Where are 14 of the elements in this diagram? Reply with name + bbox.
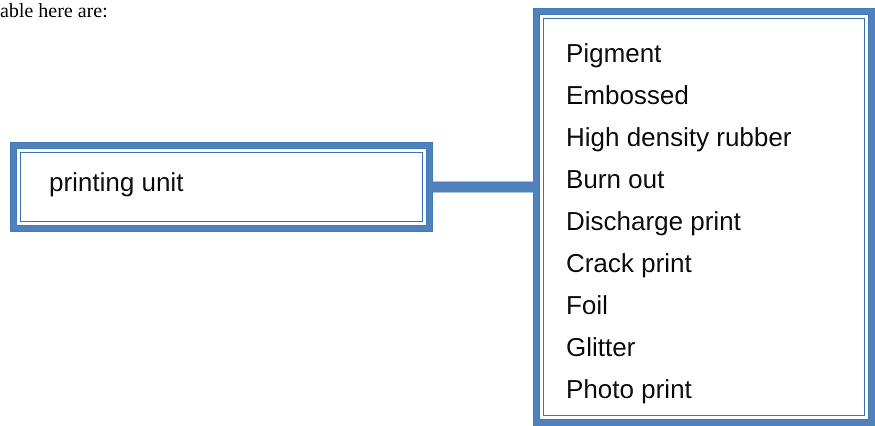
box-text: Pigment [566, 38, 662, 68]
double-border-box [533, 8, 875, 426]
body-text: able here are: [0, 0, 108, 22]
box-text: Foil [566, 290, 608, 320]
box-text: Crack print [566, 248, 692, 278]
box-text: Embossed [566, 80, 689, 110]
box-text: Burn out [566, 164, 664, 194]
double-border-box [10, 142, 433, 232]
box-text: Glitter [566, 332, 636, 362]
box-text: High density rubber [566, 122, 792, 152]
box-text: Photo print [566, 374, 692, 404]
connector-bar [433, 182, 533, 192]
box-text: Discharge print [566, 206, 741, 236]
box-text: printing unit [49, 167, 184, 197]
